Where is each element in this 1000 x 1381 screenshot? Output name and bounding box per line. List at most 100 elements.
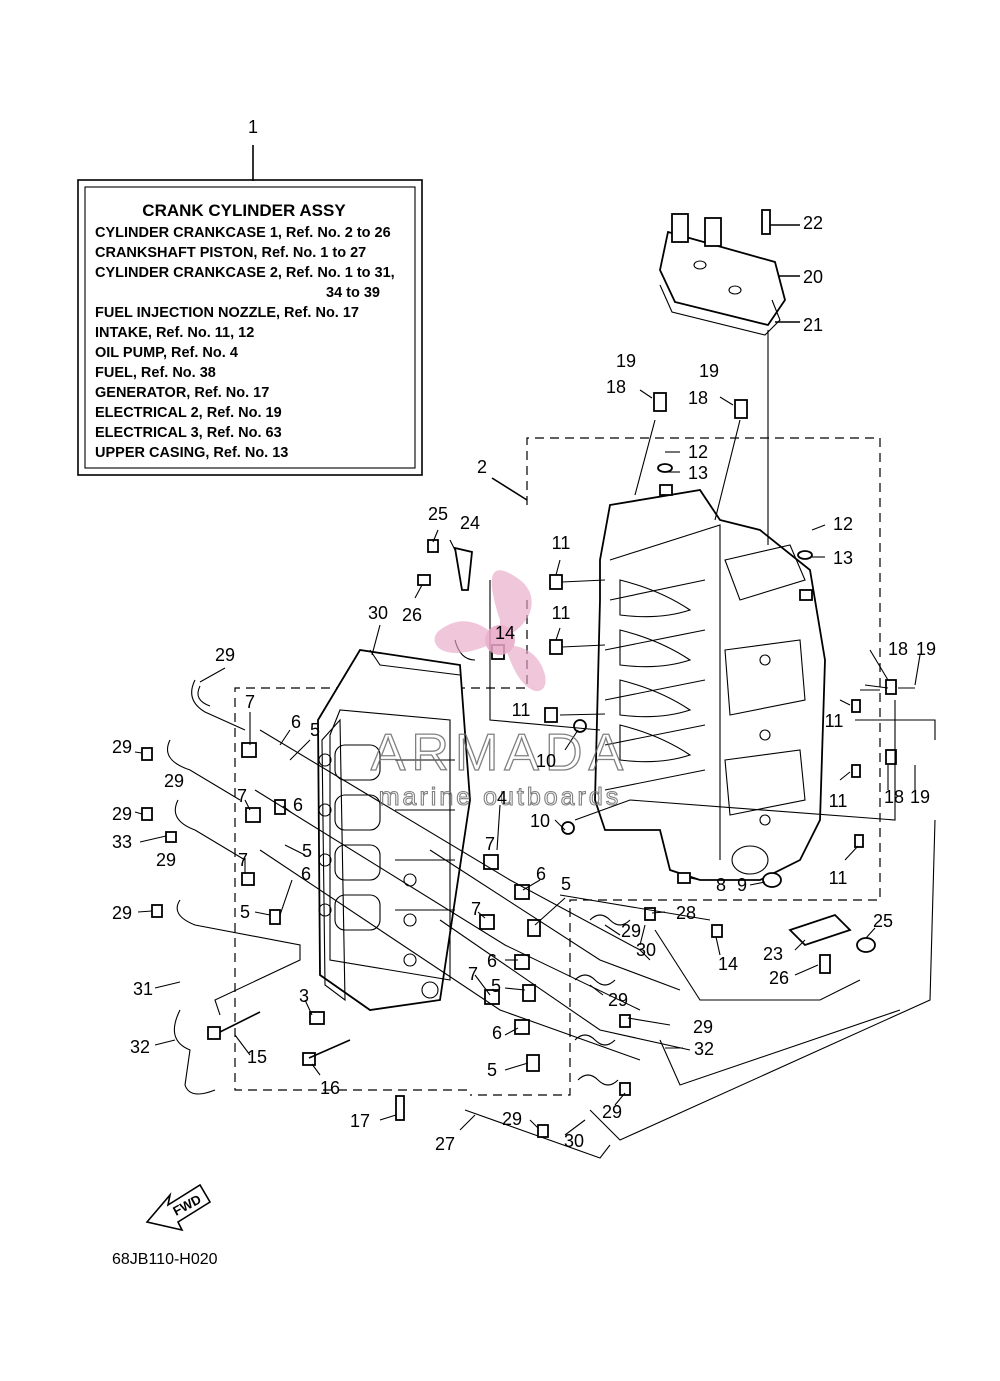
fwd-label: FWD [170, 1192, 203, 1219]
callout-5: 5 [561, 874, 571, 894]
callout-16: 16 [320, 1078, 340, 1098]
info-line: CRANKSHAFT PISTON, Ref. No. 1 to 27 [95, 245, 366, 261]
callout-27: 27 [435, 1134, 455, 1154]
info-line: OIL PUMP, Ref. No. 4 [95, 345, 238, 361]
callout-26: 26 [769, 968, 789, 988]
callout-25: 25 [428, 504, 448, 524]
callout-7: 7 [471, 899, 481, 919]
callout-29: 29 [156, 850, 176, 870]
callout-18: 18 [888, 639, 908, 659]
callout-8: 8 [716, 875, 726, 895]
callout-13: 13 [833, 548, 853, 568]
callout-5: 5 [310, 720, 320, 740]
callout-12: 12 [833, 514, 853, 534]
callout-11: 11 [552, 603, 571, 623]
callout-5: 5 [302, 841, 312, 861]
callout-20: 20 [803, 267, 823, 287]
callout-6: 6 [487, 951, 497, 971]
callout-17: 17 [350, 1111, 370, 1131]
callout-18: 18 [884, 787, 904, 807]
callout-10: 10 [530, 811, 550, 831]
hoses [166, 580, 936, 1159]
callout-11: 11 [825, 711, 844, 731]
callout-10: 10 [536, 751, 556, 771]
callout-7: 7 [237, 786, 247, 806]
exhaust-cover [317, 649, 471, 1011]
callout-7: 7 [245, 692, 255, 712]
callout-2: 2 [477, 457, 487, 477]
callout-18: 18 [688, 388, 708, 408]
callout-14: 14 [495, 623, 515, 643]
callout-5: 5 [240, 902, 250, 922]
info-line: ELECTRICAL 3, Ref. No. 63 [95, 425, 282, 441]
assembly-boundaries [234, 437, 881, 1096]
info-line: ELECTRICAL 2, Ref. No. 19 [95, 405, 282, 421]
info-line: FUEL, Ref. No. 38 [95, 365, 216, 381]
callout-3: 3 [299, 986, 309, 1006]
callout-26: 26 [402, 605, 422, 625]
info-line: INTAKE, Ref. No. 11, 12 [95, 325, 254, 341]
fittings [141, 392, 897, 1121]
callout-29: 29 [164, 771, 184, 791]
callout-21: 21 [803, 315, 823, 335]
callout-11: 11 [552, 533, 571, 553]
callout-29: 29 [215, 645, 235, 665]
callout-32: 32 [130, 1037, 150, 1057]
callout-22: 22 [803, 213, 823, 233]
callout-6: 6 [293, 795, 303, 815]
watermark-tagline: marine outboards [379, 783, 622, 811]
callout-30: 30 [636, 940, 656, 960]
callout-11: 11 [829, 868, 848, 888]
callout-19: 19 [616, 351, 636, 371]
leader-lines [134, 224, 921, 1136]
callout-25: 25 [873, 911, 893, 931]
callout-6: 6 [301, 864, 311, 884]
watermark: ARMADA marine outboards [370, 570, 629, 812]
drawing-code: 68JB110-H020 [112, 1251, 218, 1268]
callout-31: 31 [133, 979, 153, 999]
watermark-logo [434, 570, 546, 692]
callout-30: 30 [368, 603, 388, 623]
callout-7: 7 [468, 964, 478, 984]
callout-6: 6 [536, 864, 546, 884]
info-box: CRANK CYLINDER ASSY CYLINDER CRANKCASE 1… [77, 145, 423, 476]
callout-28: 28 [676, 903, 696, 923]
info-line: CYLINDER CRANKCASE 2, Ref. No. 1 to 31, [95, 265, 395, 281]
callout-29: 29 [621, 921, 641, 941]
info-title: CRANK CYLINDER ASSY [142, 201, 346, 220]
callout-30: 30 [564, 1131, 584, 1151]
callout-5: 5 [487, 1060, 497, 1080]
callout-24: 24 [460, 513, 480, 533]
watermark-brand: ARMADA [371, 724, 629, 782]
gasket [318, 718, 346, 1002]
callout-14: 14 [718, 954, 738, 974]
head-cover [659, 209, 800, 336]
callout-6: 6 [492, 1023, 502, 1043]
callout-19: 19 [699, 361, 719, 381]
crankcase-block [594, 489, 826, 888]
callout-33: 33 [112, 832, 132, 852]
callout-32: 32 [694, 1039, 714, 1059]
callout-29: 29 [112, 804, 132, 824]
callout-29: 29 [112, 903, 132, 923]
callout-labels: 1 2 3 4 5 5 5 5 5 5 6 6 6 6 6 6 7 7 7 7 … [112, 117, 936, 1154]
fwd-arrow-icon [145, 1183, 212, 1232]
callout-12: 12 [688, 442, 708, 462]
callout-9: 9 [737, 875, 747, 895]
info-line: GENERATOR, Ref. No. 17 [95, 385, 269, 401]
info-line: 34 to 39 [326, 285, 380, 301]
callout-6: 6 [291, 712, 301, 732]
callout-29: 29 [112, 737, 132, 757]
callout-4: 4 [497, 788, 507, 808]
callout-29: 29 [502, 1109, 522, 1129]
callout-11: 11 [512, 700, 531, 720]
info-line: FUEL INJECTION NOZZLE, Ref. No. 17 [95, 305, 359, 321]
clamps [537, 914, 631, 1138]
callout-18: 18 [606, 377, 626, 397]
callout-5: 5 [491, 976, 501, 996]
callout-29: 29 [602, 1102, 622, 1122]
callout-15: 15 [247, 1047, 267, 1067]
info-line: CYLINDER CRANKCASE 1, Ref. No. 2 to 26 [95, 225, 391, 241]
callout-29: 29 [608, 990, 628, 1010]
